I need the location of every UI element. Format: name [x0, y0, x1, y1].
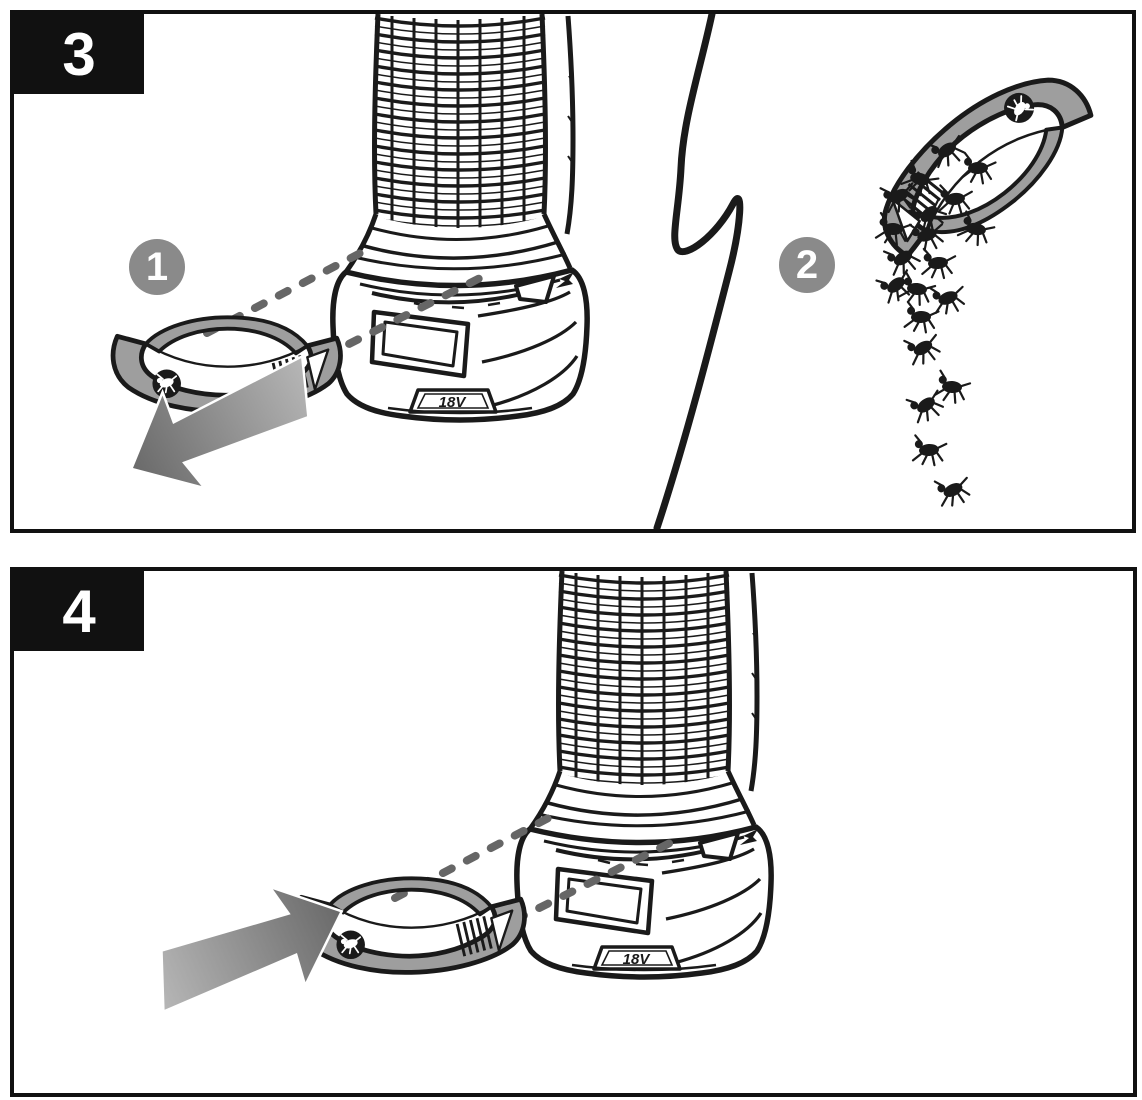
insect	[918, 247, 957, 282]
callout-1-number: 1	[145, 244, 169, 289]
insect	[901, 300, 941, 337]
step3-number-badge: 3	[14, 14, 144, 94]
insect	[903, 330, 944, 368]
step4-illustration: 18V	[14, 571, 1133, 1093]
step4-number-badge: 4	[14, 571, 144, 651]
insect	[931, 369, 973, 408]
alignment-dash-line-lower	[511, 834, 684, 924]
scene-divider	[653, 14, 744, 529]
step4-panel: 4 18V	[10, 567, 1137, 1097]
insect	[933, 473, 973, 510]
insect	[909, 434, 948, 469]
insect	[958, 151, 998, 188]
step3-number: 3	[62, 20, 96, 88]
step4-number: 4	[62, 577, 96, 645]
step3-illustration: 18V	[14, 14, 1132, 529]
voltage-label: 18V	[623, 951, 652, 968]
bug-zapper-device: 18V	[333, 14, 587, 420]
insect	[929, 282, 968, 317]
insect	[905, 386, 948, 427]
step3-panel: 3 18V 1 2	[10, 10, 1136, 533]
alignment-dash-line-lower	[321, 268, 496, 360]
callout-2-number: 2	[795, 242, 819, 287]
callout-1-badge: 1	[129, 239, 185, 295]
bug-zapper-device: 18V	[517, 571, 771, 977]
callout-2-badge: 2	[779, 237, 835, 293]
voltage-label: 18V	[439, 394, 468, 411]
